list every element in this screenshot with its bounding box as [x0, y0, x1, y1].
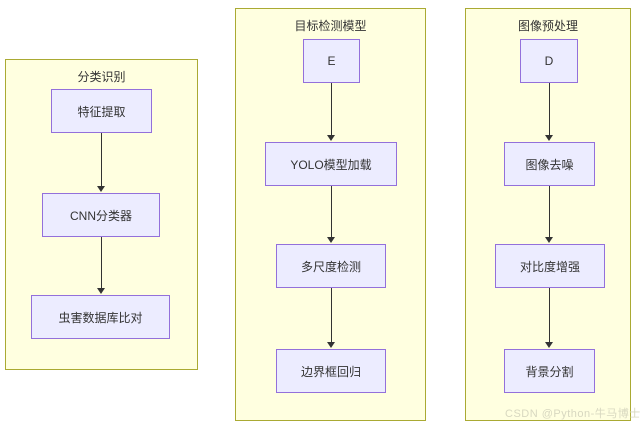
node-contrast-enhance-label: 对比度增强 — [519, 259, 580, 274]
node-image-denoise-label: 图像去噪 — [525, 157, 574, 172]
node-image-denoise[interactable]: 图像去噪 — [504, 142, 595, 186]
arrowhead-feature-extraction-to-cnn — [97, 186, 105, 192]
node-background-segmentation[interactable]: 背景分割 — [504, 349, 595, 393]
node-e[interactable]: E — [303, 39, 360, 83]
node-multiscale-detection-label: 多尺度检测 — [300, 259, 361, 274]
edge-multiscale-to-bbox — [331, 288, 332, 343]
node-feature-extraction-label: 特征提取 — [77, 104, 126, 119]
edge-d-to-denoise — [549, 83, 550, 136]
arrowhead-multiscale-to-bbox — [327, 342, 335, 348]
cluster-object-detection-title: 目标检测模型 — [294, 19, 367, 33]
watermark: CSDN @Python-牛马博士 — [505, 408, 641, 420]
node-cnn-classifier-label: CNN分类器 — [70, 208, 132, 223]
arrowhead-contrast-to-background — [545, 342, 553, 348]
edge-feature-extraction-to-cnn — [101, 133, 102, 187]
edge-cnn-to-pest-database — [101, 237, 102, 289]
edge-e-to-yolo — [331, 83, 332, 136]
edge-yolo-to-multiscale — [331, 186, 332, 238]
node-yolo-model-load[interactable]: YOLO模型加载 — [265, 142, 397, 186]
cluster-classification-title: 分类识别 — [77, 70, 126, 84]
edge-contrast-to-background — [549, 288, 550, 343]
arrowhead-cnn-to-pest-database — [97, 288, 105, 294]
node-feature-extraction[interactable]: 特征提取 — [51, 89, 152, 133]
arrowhead-yolo-to-multiscale — [327, 237, 335, 243]
node-bbox-regression-label: 边界框回归 — [300, 364, 361, 379]
node-multiscale-detection[interactable]: 多尺度检测 — [276, 244, 386, 288]
node-cnn-classifier[interactable]: CNN分类器 — [42, 193, 160, 237]
node-e-label: E — [327, 54, 336, 68]
edge-denoise-to-contrast — [549, 186, 550, 238]
cluster-image-preprocessing-title: 图像预处理 — [517, 19, 578, 33]
node-d[interactable]: D — [520, 39, 578, 83]
node-d-label: D — [544, 54, 554, 68]
node-bbox-regression[interactable]: 边界框回归 — [276, 349, 386, 393]
node-contrast-enhance[interactable]: 对比度增强 — [495, 244, 605, 288]
arrowhead-e-to-yolo — [327, 135, 335, 141]
node-yolo-model-load-label: YOLO模型加载 — [290, 157, 372, 172]
node-pest-database-compare[interactable]: 虫害数据库比对 — [31, 295, 170, 339]
arrowhead-d-to-denoise — [545, 135, 553, 141]
arrowhead-denoise-to-contrast — [545, 237, 553, 243]
node-background-segmentation-label: 背景分割 — [525, 364, 574, 379]
node-pest-database-compare-label: 虫害数据库比对 — [58, 310, 143, 325]
